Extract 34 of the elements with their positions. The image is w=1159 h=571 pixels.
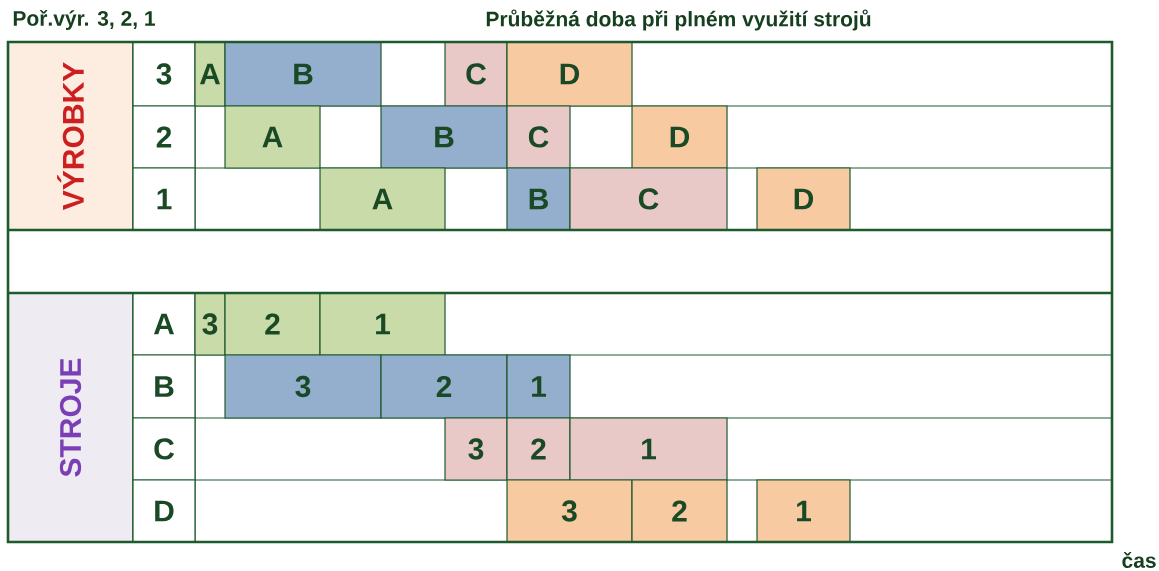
time-bar: C (569, 167, 728, 231)
time-bar: 2 (631, 479, 728, 543)
header-text: čas (1122, 552, 1156, 568)
time-bar: D (506, 41, 633, 107)
time-bar: 1 (756, 479, 851, 543)
time-bar: D (756, 167, 851, 231)
time-bar: B (506, 167, 571, 231)
row-header: A (132, 292, 196, 356)
time-bar: 1 (319, 292, 446, 356)
time-bar: A (224, 105, 321, 169)
row-header: 3 (132, 41, 196, 107)
time-bar: B (380, 105, 508, 169)
time-bar: B (224, 41, 382, 107)
row-header: 1 (132, 167, 196, 231)
row-header: C (132, 417, 196, 481)
time-bar: C (444, 41, 508, 107)
row-header: B (132, 354, 196, 419)
time-bar: 2 (380, 354, 508, 419)
time-bar: 3 (194, 292, 226, 356)
time-bar: A (194, 41, 226, 107)
row-header: D (132, 479, 196, 543)
time-bar: 1 (506, 354, 571, 419)
time-bar: 3 (444, 417, 508, 481)
time-bar: A (319, 167, 446, 231)
time-bar: 3 (224, 354, 382, 419)
row-header: 2 (132, 105, 196, 169)
time-bar: D (631, 105, 728, 169)
time-bar: 3 (506, 479, 633, 543)
group-band: STROJE (7, 292, 134, 543)
header-text: Průběžná doba při plném využití strojů (486, 9, 871, 31)
header-text: Poř.výr. 3, 2, 1 (13, 10, 155, 30)
time-bar: C (506, 105, 571, 169)
group-band: VÝROBKY (7, 41, 134, 231)
time-bar: 2 (506, 417, 571, 481)
